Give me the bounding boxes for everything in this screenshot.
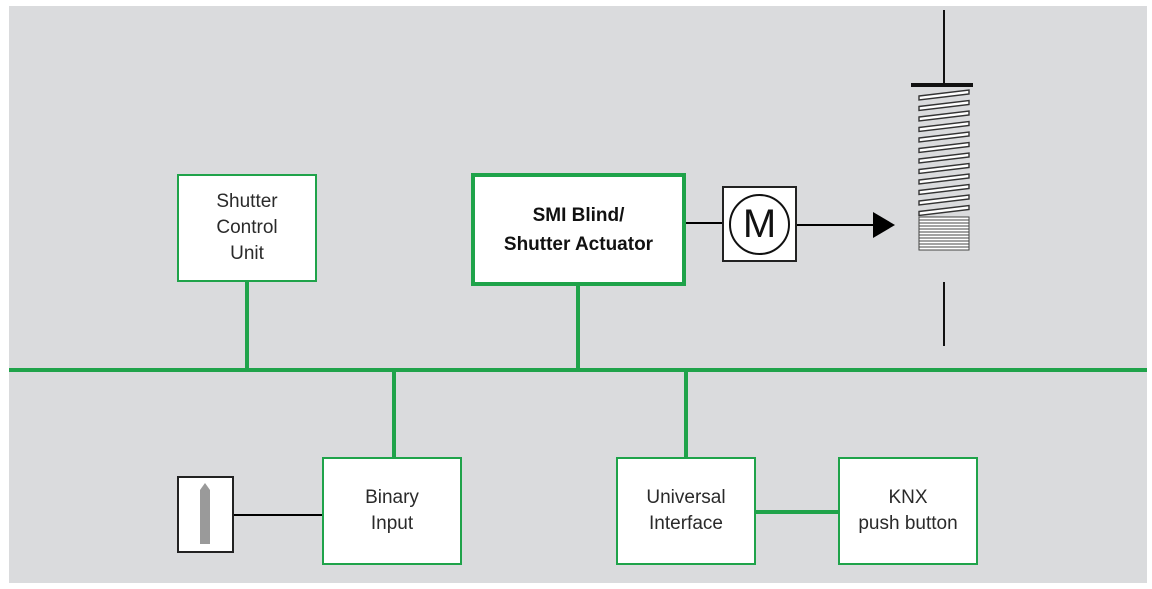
blind-stacked-slat	[918, 246, 970, 251]
blind-slat	[918, 131, 970, 143]
blind-slat	[918, 183, 970, 196]
binary-input-box: Binary Input	[322, 457, 462, 565]
knx-push-button-box: KNX push button	[838, 457, 978, 565]
motor-icon: M	[722, 186, 797, 262]
universal-interface-box: Universal Interface	[616, 457, 756, 565]
blind-slat	[918, 173, 970, 185]
blind-slat	[918, 141, 970, 154]
actuator-label: SMI Blind/ Shutter Actuator	[503, 204, 654, 255]
blind-slat	[918, 204, 970, 217]
blind-slat	[918, 89, 970, 101]
motor-symbol: M	[729, 193, 790, 255]
shutter-control-unit-label: Shutter Control Unit	[216, 191, 278, 264]
blind-slat	[918, 152, 970, 164]
sensor-icon	[177, 476, 234, 553]
connector-ui-knx	[752, 510, 842, 514]
sensor-shape	[200, 483, 210, 544]
blind-slat	[918, 110, 970, 122]
connector-shutter-control	[245, 278, 249, 370]
knx-bus-line	[9, 368, 1147, 372]
blind-slat	[918, 99, 970, 112]
connector-sensor-binary-input	[233, 514, 323, 516]
connector-actuator-motor	[684, 222, 724, 224]
blind-slat	[918, 194, 970, 206]
binary-input-label: Binary Input	[365, 487, 419, 534]
shutter-control-unit-box: Shutter Control Unit	[177, 174, 317, 282]
connector-binary-input	[392, 370, 396, 458]
universal-interface-label: Universal Interface	[646, 487, 726, 534]
connector-motor-blind	[796, 224, 876, 226]
connector-actuator	[576, 284, 580, 370]
blind-slat	[918, 120, 970, 133]
actuator-box: SMI Blind/ Shutter Actuator	[471, 173, 686, 286]
arrow-icon	[873, 212, 895, 238]
connector-universal-interface	[684, 370, 688, 458]
blind-slat	[918, 162, 970, 175]
blind-icon	[911, 10, 973, 346]
knx-push-button-label: KNX push button	[858, 487, 958, 534]
